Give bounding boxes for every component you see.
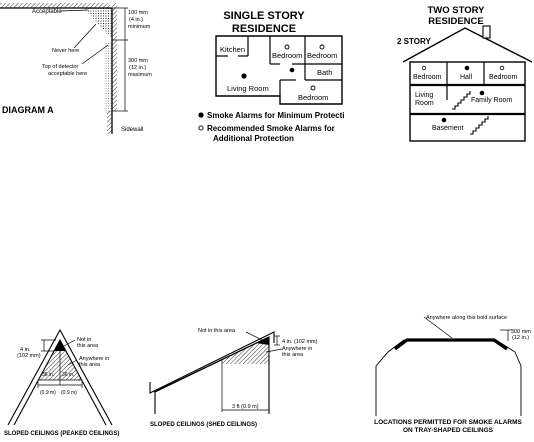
tray-anywhere-label: Anywhere along this bold surface [426, 315, 507, 321]
acceptable-wall-zone [104, 42, 112, 112]
minimum-alarm-icon [241, 73, 247, 79]
shed-dim-3ft-label: 3 ft (0.9 m) [232, 404, 259, 410]
chimney [482, 25, 491, 39]
two-story-title-2: RESIDENCE [428, 16, 483, 27]
shed-ceiling-diagram: Not in this area 4 in. (102 mm) Anywhere… [149, 328, 318, 428]
room-hall: Hall [460, 74, 473, 81]
tray-outline [375, 339, 522, 416]
shed-caption: SLOPED CEILINGS (SHED CEILINGS) [150, 422, 257, 428]
shed-anywhere-label-1: Anywhere in [282, 346, 312, 352]
shed-not-in-label: Not in this area [198, 328, 236, 334]
room-living-room: Living Room [227, 84, 269, 93]
minimum-alarm-legend-icon [198, 112, 204, 118]
peaked-ceiling-diagram: 4 in. (102 mm) Not in this area Anywhere… [4, 328, 119, 437]
peaked-caption: SLOPED CEILINGS (PEAKED CEILINGS) [4, 431, 119, 437]
single-story-plan: SINGLE STORY RESIDENCE Kitchen Bedroom B… [198, 10, 345, 143]
top-detector-leader [81, 44, 109, 65]
minimum-alarm-icon [289, 67, 295, 73]
recommended-alarm-icon [421, 65, 427, 71]
shed-roof-outer [149, 331, 275, 394]
tray-bold-surface [394, 338, 508, 351]
room-bedroom-2: Bedroom [307, 51, 337, 60]
house-body [409, 61, 526, 142]
tray-dim-label-1: 300 mm [511, 329, 531, 335]
recommended-alarm-icon [319, 44, 325, 50]
legend-recommended-1: Recommended Smoke Alarms for [207, 124, 335, 133]
room-living-1: Living [415, 92, 433, 99]
top-detector-label-1: Top of detector [42, 64, 79, 70]
peaked-dim-4-label-1: 4 in. [20, 347, 31, 353]
legend-minimum: Smoke Alarms for Minimum Protecti [207, 111, 345, 120]
single-story-outline [215, 35, 343, 105]
minimum-alarm-icon [479, 90, 485, 96]
room-bedroom-1: Bedroom [272, 51, 302, 60]
room-bedroom-2: Bedroom [489, 74, 518, 81]
recommended-alarm-icon [284, 44, 290, 50]
minimum-alarm-icon [464, 65, 470, 71]
room-family-room: Family Room [471, 97, 512, 104]
room-basement: Basement [432, 125, 464, 132]
peaked-not-in-label-1: Not in [77, 337, 91, 343]
dim-300-label-1: 300 mm [128, 58, 148, 64]
peaked-dim-4-label-2: (102 mm) [17, 353, 41, 359]
stairs-upper [452, 91, 471, 110]
dim-100-label-2: (4 in.) [129, 17, 143, 23]
peaked-anywhere-label-2: this area [79, 362, 101, 368]
tray-caption-2: ON TRAY-SHAPED CEILINGS [403, 427, 494, 434]
tray-anywhere-leader [423, 316, 453, 339]
peaked-dim-36-left-2: (0.9 m) [40, 390, 56, 396]
room-kitchen: Kitchen [220, 45, 245, 54]
peaked-anywhere-label-1: Anywhere in [79, 356, 109, 362]
legend-recommended-2: Additional Protection [213, 134, 294, 143]
two-story-label: 2 STORY [397, 37, 431, 46]
diagram-a-title: DIAGRAM A [2, 105, 54, 115]
top-detector-label-2: acceptable here [48, 71, 87, 77]
peaked-not-in-label-2: this area [77, 343, 99, 349]
single-story-title-2: RESIDENCE [232, 23, 296, 35]
room-bedroom-3: Bedroom [298, 93, 328, 102]
shed-not-in-zone [256, 337, 269, 345]
peaked-roof-outer [7, 328, 113, 426]
shed-anywhere-zone [222, 343, 269, 364]
shed-anywhere-label-2: this area [282, 352, 304, 358]
tray-ceiling-diagram: Anywhere along this bold surface 300 mm … [374, 315, 531, 434]
diagram-a: Acceptable Never here Top of detector ac… [0, 3, 152, 134]
tray-caption-1: LOCATIONS PERMITTED FOR SMOKE ALARMS [374, 419, 522, 426]
tray-dim-label-2: (12 in.) [512, 335, 529, 341]
never-here-label: Never here [52, 48, 79, 54]
dim-100-label-3: minimum [128, 24, 151, 30]
sidewall-label: Sidewall [121, 127, 143, 133]
two-story-plan: TWO STORY RESIDENCE 2 STORY Bedroom Hall… [397, 5, 533, 142]
minimum-alarm-icon [441, 117, 447, 123]
ceiling-hatch [0, 3, 110, 8]
never-here-leader [73, 23, 97, 49]
peaked-dim-36-right-2: (0.9 m) [61, 390, 77, 396]
acceptable-leader [59, 9, 89, 12]
dim-100-label-1: 100 mm [128, 10, 148, 16]
room-bath: Bath [317, 68, 332, 77]
shed-dim-4-label: 4 in. (102 mm) [282, 339, 318, 345]
peaked-dim-36-right-1: 36 in. [62, 372, 74, 378]
dead-air-zone [84, 8, 112, 38]
stairs-lower [470, 116, 489, 135]
recommended-alarm-icon [499, 65, 505, 71]
acceptable-label: Acceptable [32, 9, 62, 15]
recommended-alarm-legend-icon [198, 125, 204, 131]
recommended-alarm-icon [310, 85, 316, 91]
peaked-anywhere-leader [67, 359, 78, 366]
room-living-2: Room [415, 100, 434, 107]
dim-300-label-3: maximum [128, 72, 152, 78]
wall-hatch [112, 3, 117, 111]
peaked-not-in-leader [63, 339, 76, 347]
two-story-title-1: TWO STORY [428, 5, 486, 16]
sidewall-hatch [107, 111, 112, 134]
peaked-dim-36-left-1: 36 in. [42, 372, 54, 378]
shed-not-in-leader [245, 331, 263, 341]
dim-300-label-2: (12 in.) [129, 65, 146, 71]
shed-anywhere-leader [265, 348, 283, 353]
roof [402, 27, 533, 63]
single-story-title-1: SINGLE STORY [223, 10, 305, 22]
room-bedroom-1: Bedroom [413, 74, 442, 81]
